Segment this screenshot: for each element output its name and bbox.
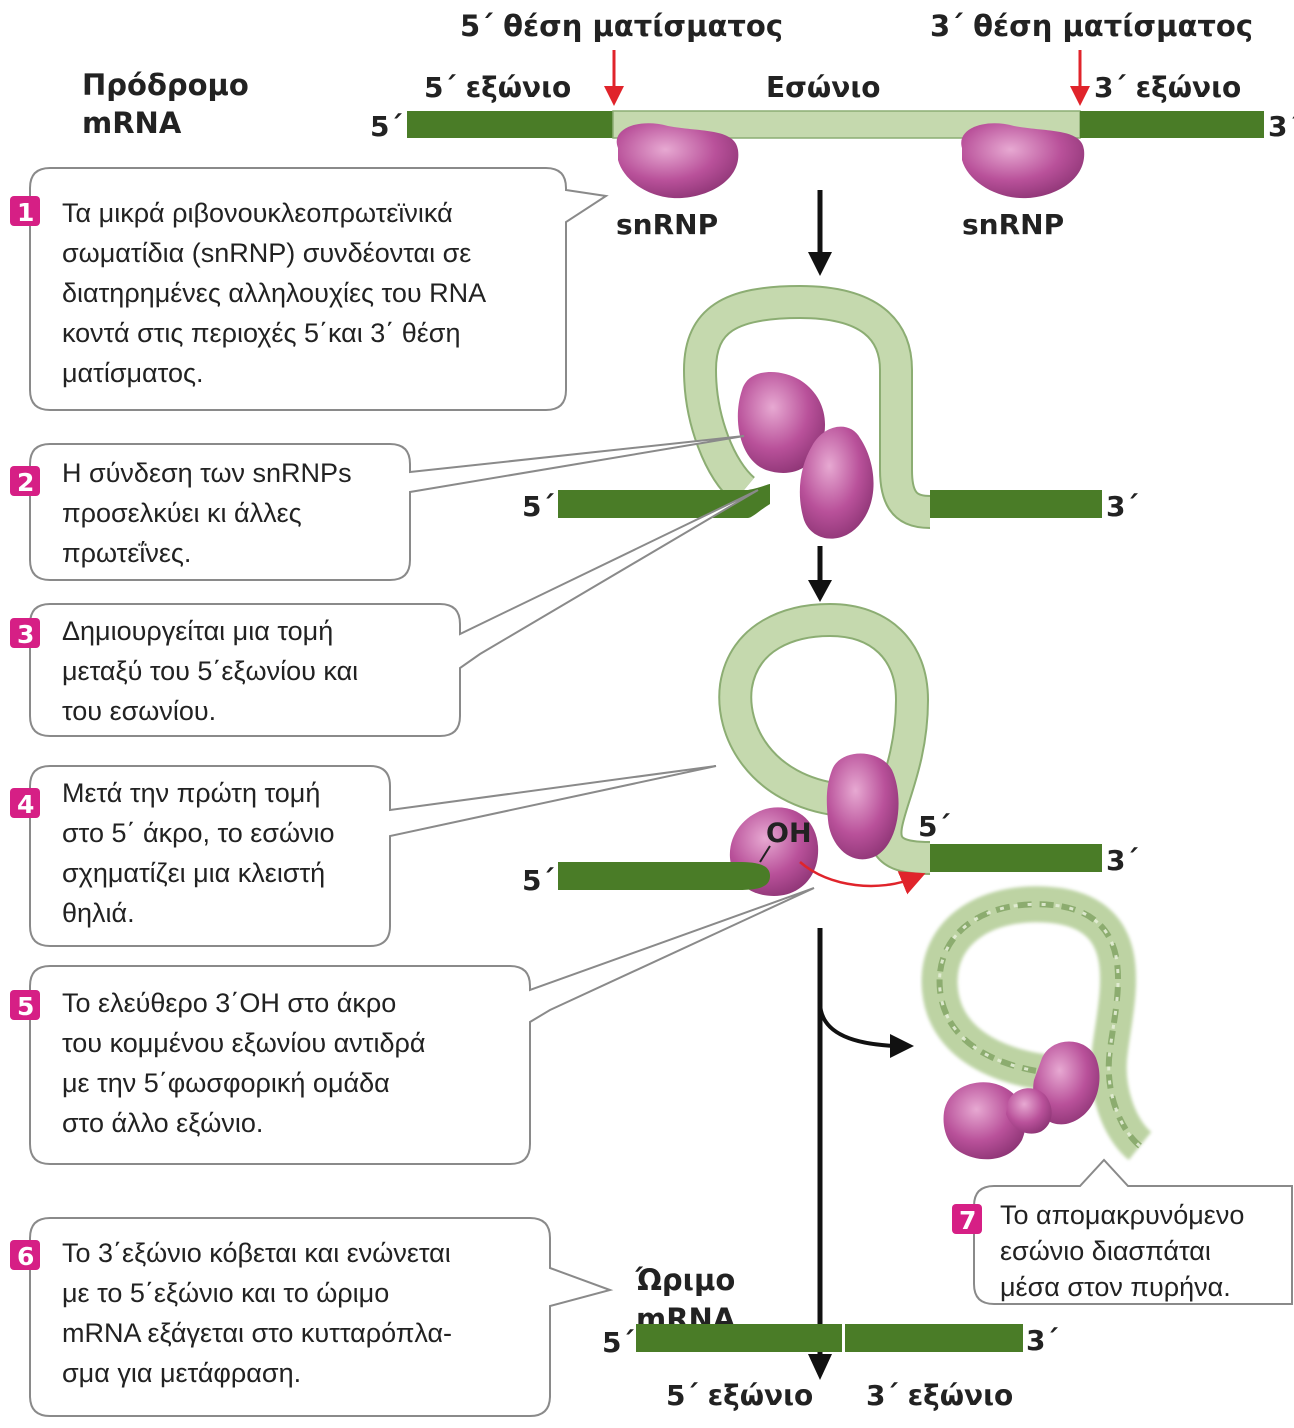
step-6-callout: 6 Το 3΄εξώνιο κόβεται και ενώνεται με το… (10, 1218, 610, 1416)
step-1-line-2: σωματίδια (snRNP) συνδέονται σε (62, 238, 471, 268)
step-6-number: 6 (17, 1242, 34, 1271)
step-4-line-2: στο 5΄ άκρο, το εσώνιο (62, 818, 335, 848)
step-5-number: 5 (17, 992, 34, 1021)
step-3-number: 3 (17, 620, 34, 649)
stage3-snrnp-top (827, 754, 899, 860)
snrnp-right-label: snRNP (962, 208, 1064, 241)
step-1-number: 1 (17, 198, 34, 227)
step-7-line-3: μέσα στον πυρήνα. (1000, 1272, 1231, 1302)
mature-exon3 (845, 1324, 1023, 1352)
stage3-oh-label: OH (766, 818, 812, 849)
step-4-number: 4 (17, 790, 34, 819)
splice-site-5-arrow (604, 50, 624, 106)
step-3-line-1: Δημιουργείται μια τομή (62, 616, 333, 646)
site3-label: 3΄ θέση ματίσματος (930, 9, 1253, 43)
step-2-line-1: Η σύνδεση των snRNPs (62, 458, 352, 488)
precursor-end3: 3΄ (1268, 110, 1294, 143)
precursor-end5: 5΄ (370, 110, 402, 143)
snrnp-left-label: snRNP (616, 208, 718, 241)
mature-title-line1: Ώριμο (635, 1263, 735, 1297)
flow-arrow-1 (808, 190, 832, 276)
precursor-exon5-label: 5΄ εξώνιο (424, 71, 571, 104)
step-5-line-2: του κομμένου εξωνίου αντιδρά (62, 1028, 425, 1058)
step-5-line-4: στο άλλο εξώνιο. (62, 1108, 263, 1138)
step-6-line-3: mRNA εξάγεται στο κυτταρόπλα- (62, 1318, 452, 1348)
stage3-end5-left: 5΄ (522, 864, 554, 897)
splice-site-3-arrow (1070, 50, 1090, 106)
degraded-lariat (940, 904, 1140, 1159)
step-4-line-1: Μετά την πρώτη τομή (62, 778, 320, 808)
step-7-line-1: Το απομακρυνόμενο (1000, 1200, 1244, 1230)
flow-arrow-3 (808, 928, 914, 1380)
step-2-line-2: προσελκύει κι άλλες (62, 498, 302, 528)
step-3-line-3: του εσωνίου. (62, 696, 216, 726)
step-6-line-1: Το 3΄εξώνιο κόβεται και ενώνεται (62, 1238, 451, 1268)
site5-label: 5΄ θέση ματίσματος (460, 9, 783, 43)
precursor-title-line2: mRNA (82, 106, 182, 140)
step-4-callout: 4 Μετά την πρώτη τομή στο 5΄ άκρο, το εσ… (10, 766, 716, 946)
stage3-end3: 3΄ (1106, 844, 1138, 877)
step-6-line-4: σμα για μετάφραση. (62, 1358, 301, 1388)
step-3-line-2: μεταξύ του 5΄εξωνίου και (62, 656, 358, 686)
step-1-line-5: ματίσματος. (62, 358, 203, 388)
precursor-exon3-label: 3΄ εξώνιο (1094, 71, 1241, 104)
stage2-assembly (558, 302, 1102, 539)
precursor-exon5 (407, 111, 613, 138)
step-1-line-1: Τα μικρά ριβονουκλεοπρωτεϊνικά (62, 198, 453, 228)
mature-exon5-label: 5΄ εξώνιο (666, 1379, 813, 1412)
step-1-line-3: διατηρημένες αλληλουχίες του RNA (62, 278, 486, 308)
snrnp-left-blob (617, 123, 739, 198)
stage2-end5: 5΄ (522, 490, 554, 523)
precursor-title-line1: Πρόδρομο (82, 68, 249, 102)
mature-end3: 3΄ (1026, 1324, 1058, 1357)
step-7-line-2: εσώνιο διασπάται (1000, 1236, 1211, 1266)
mature-exon5 (636, 1324, 842, 1352)
step-6-line-2: με το 5΄εξώνιο και το ώριμο (62, 1278, 389, 1308)
step-7-callout: 7 Το απομακρυνόμενο εσώνιο διασπάται μέσ… (952, 1160, 1292, 1304)
stage3-end5-right: 5΄ (918, 810, 950, 843)
stage3-lariat (558, 620, 1102, 896)
step-4-line-4: θηλιά. (62, 898, 135, 928)
stage2-end3: 3΄ (1106, 490, 1138, 523)
step-5-line-3: με την 5΄φωσφορική ομάδα (62, 1068, 390, 1098)
mature-exon3-label: 3΄ εξώνιο (866, 1379, 1013, 1412)
step-5-line-1: Το ελεύθερο 3΄OH στο άκρο (62, 988, 396, 1018)
step-2-line-3: πρωτεΐνες. (62, 538, 191, 568)
step-1-line-4: κοντά στις περιοχές 5΄και 3΄ θέση (62, 318, 461, 348)
mature-end5: 5΄ (602, 1326, 634, 1359)
step-7-number: 7 (959, 1206, 976, 1235)
snrnp-right-blob (961, 123, 1084, 198)
flow-arrow-2 (808, 546, 832, 602)
step-2-number: 2 (17, 468, 34, 497)
precursor-intron-label: Εσώνιο (766, 71, 881, 104)
precursor-exon3 (1080, 111, 1264, 138)
step-1-callout: 1 Τα μικρά ριβονουκλεοπρωτεϊνικά σωματίδ… (10, 168, 606, 410)
step-4-line-3: σχηματίζει μια κλειστή (62, 858, 325, 888)
